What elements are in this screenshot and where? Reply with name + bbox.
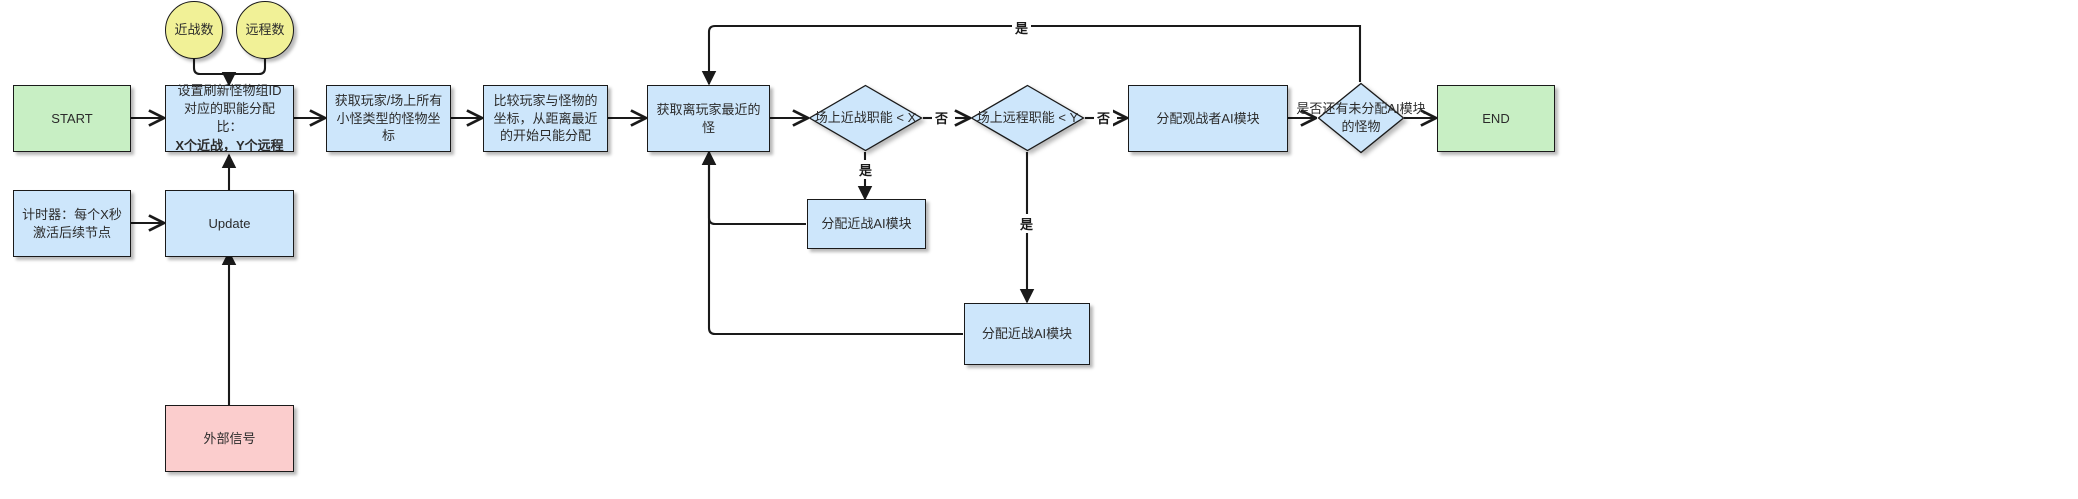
data-node-melee-count[interactable]: 近战数 (165, 1, 223, 59)
edge-label-yes-loop: 是 (1012, 18, 1032, 37)
decision-more-unassigned[interactable]: 是否还有未分配AI模块的怪物 (1296, 82, 1426, 154)
node-label-bold: X个近战，Y个远程 (175, 138, 284, 154)
node-label: START (51, 110, 93, 126)
edge-label-yes-ranged: 是 (1017, 214, 1037, 233)
node-label: 远程数 (245, 22, 285, 38)
node-label: 获取离玩家最近的怪 (656, 101, 761, 135)
node-label: 计时器：每个X秒激活后续节点 (22, 206, 122, 240)
node-label: Update (208, 215, 251, 231)
node-label: END (1482, 110, 1510, 126)
process-timer[interactable]: 计时器：每个X秒激活后续节点 (13, 190, 131, 257)
node-label: 获取玩家/场上所有小怪类型的怪物坐标 (334, 93, 443, 144)
node-label: 分配近战AI模块 (981, 326, 1073, 342)
decision-melee-lt-x[interactable]: 场上近战职能 < X (808, 84, 923, 152)
process-compare-coords[interactable]: 比较玩家与怪物的坐标，从距离最近的开始只能分配 (483, 85, 608, 152)
process-get-coords[interactable]: 获取玩家/场上所有小怪类型的怪物坐标 (326, 85, 451, 152)
node-label: 是否还有未分配AI模块的怪物 (1296, 101, 1426, 134)
node-label: 设置刷新怪物组ID 对应的职能分配比： (177, 83, 282, 134)
node-label: 场上远程职能 < Y (976, 110, 1079, 126)
edge-label-no-melee: 否 (932, 108, 952, 127)
node-label: 外部信号 (203, 430, 256, 446)
process-assign-melee-ai-1[interactable]: 分配近战AI模块 (807, 199, 926, 249)
edge-label-no-ranged: 否 (1094, 108, 1114, 127)
process-set-ratio[interactable]: 设置刷新怪物组ID 对应的职能分配比： X个近战，Y个远程 (165, 83, 294, 153)
terminator-start[interactable]: START (13, 85, 131, 152)
process-assign-melee-ai-2[interactable]: 分配近战AI模块 (964, 303, 1090, 365)
node-label: 比较玩家与怪物的坐标，从距离最近的开始只能分配 (493, 93, 598, 144)
node-label: 分配近战AI模块 (821, 216, 912, 232)
signal-external[interactable]: 外部信号 (165, 405, 294, 472)
process-assign-observer-ai[interactable]: 分配观战者AI模块 (1128, 85, 1288, 152)
process-update[interactable]: Update (165, 190, 294, 257)
node-label: 场上近战职能 < X (814, 110, 917, 126)
data-node-ranged-count[interactable]: 远程数 (236, 1, 294, 59)
node-label: 近战数 (174, 22, 214, 38)
terminator-end[interactable]: END (1437, 85, 1555, 152)
process-get-nearest[interactable]: 获取离玩家最近的怪 (647, 85, 770, 152)
edge-label-yes-melee: 是 (856, 160, 876, 179)
decision-ranged-lt-y[interactable]: 场上远程职能 < Y (970, 84, 1085, 152)
node-label: 分配观战者AI模块 (1156, 110, 1260, 126)
